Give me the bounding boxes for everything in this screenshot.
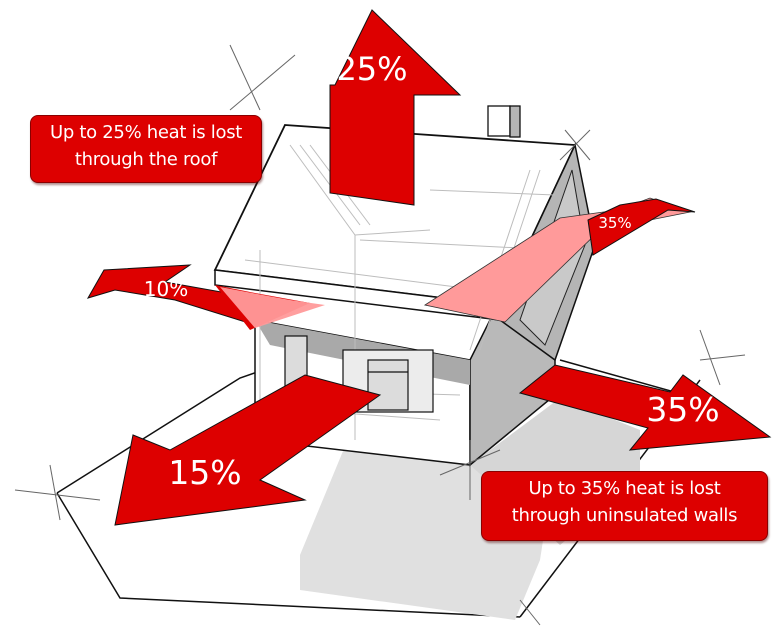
roof-heat-loss-callout: Up to 25% heat is lost through the roof — [30, 115, 262, 183]
crosshair-marks — [14, 44, 746, 626]
roof-callout-line1: Up to 25% heat is lost — [49, 122, 243, 143]
roof-heat-arrow: 25% — [329, 9, 462, 206]
side-arrow-label: 35% — [646, 390, 719, 429]
front-floor-heat-arrow: 15% — [114, 374, 382, 526]
roof-arrow-label: 25% — [336, 50, 407, 88]
roof-callout-line2: through the roof — [74, 149, 218, 170]
chimney-front — [487, 105, 511, 137]
walls-callout-line2: through uninsulated walls — [511, 505, 738, 526]
walls-callout-line1: Up to 35% heat is lost — [528, 478, 721, 499]
walls-heat-loss-callout: Up to 35% heat is lost through uninsulat… — [481, 471, 768, 541]
front-arrow-label: 15% — [168, 453, 241, 492]
chimney-side — [509, 105, 521, 138]
gable-arrow-label: 35% — [598, 214, 631, 232]
side-wall-heat-arrow: 35% — [518, 364, 772, 451]
gable-heat-arrow: 35% — [423, 197, 696, 323]
left-arrow-label: 10% — [144, 277, 188, 301]
left-wall-heat-arrow: 10% — [86, 264, 325, 330]
front-openings — [284, 335, 434, 413]
